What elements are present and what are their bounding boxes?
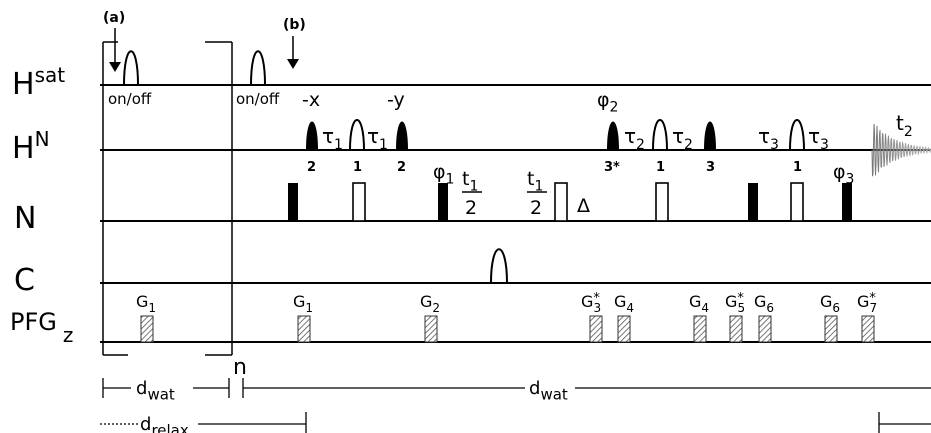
timing-dwat-1: dwat bbox=[102, 378, 230, 403]
channel-n-label: N bbox=[14, 201, 36, 236]
svg-text:t1: t1 bbox=[462, 168, 478, 195]
delay-tau2-b: τ2 bbox=[672, 124, 693, 153]
delay-tau1-a: τ1 bbox=[322, 124, 343, 153]
marker-b-arrowhead bbox=[287, 59, 299, 69]
gradient-g6-b bbox=[824, 315, 838, 343]
pulse-number-5: 1 bbox=[656, 160, 665, 175]
hn-shaped-pulse-3 bbox=[396, 121, 408, 150]
delay-t1-half-2: t1 2 bbox=[527, 168, 547, 219]
delay-tau2-a: τ2 bbox=[624, 124, 645, 153]
gradient-g2 bbox=[424, 315, 438, 343]
svg-text:dwat: dwat bbox=[136, 378, 175, 403]
svg-text:drelax: drelax bbox=[140, 414, 189, 433]
gradient-g6-a bbox=[758, 315, 772, 343]
channel-hn-label: HN bbox=[12, 127, 50, 166]
gradient-label-g1-b: G1 bbox=[293, 292, 313, 315]
gradient-g4-a bbox=[617, 315, 631, 343]
gradient-label-g4-b: G4 bbox=[689, 292, 709, 315]
delay-tau1-b: τ1 bbox=[367, 124, 388, 153]
hn-shaped-pulse-5 bbox=[652, 119, 668, 151]
pulse-number-4: 3* bbox=[604, 160, 620, 175]
pulse-number-2: 1 bbox=[353, 160, 362, 175]
phase-phi3: φ3 bbox=[833, 161, 854, 188]
delay-tau3-a: τ3 bbox=[758, 124, 779, 153]
onoff-label-1: on/off bbox=[108, 90, 152, 108]
delay-t1-half-1: t1 2 bbox=[462, 168, 482, 219]
phase-minus-y: -y bbox=[387, 89, 405, 111]
n-pulse-90-1 bbox=[288, 183, 298, 221]
gradient-label-g3: G*3 bbox=[581, 291, 601, 315]
c-shaped-pulse bbox=[490, 248, 508, 284]
gradient-label-g5: G*5 bbox=[725, 291, 745, 315]
gradient-g3 bbox=[589, 315, 603, 343]
hn-shaped-pulse-2 bbox=[349, 119, 365, 151]
gradient-g1-a bbox=[140, 315, 154, 343]
n-pulse-90-4 bbox=[842, 183, 852, 221]
gradient-g1-b bbox=[297, 315, 311, 343]
svg-text:2: 2 bbox=[465, 197, 477, 219]
fid-signal bbox=[871, 123, 931, 177]
svg-text:2: 2 bbox=[530, 197, 542, 219]
delay-tau3-b: τ3 bbox=[808, 124, 829, 153]
svg-text:G*7: G*7 bbox=[857, 291, 877, 315]
svg-text:G6: G6 bbox=[820, 292, 840, 315]
hsat-pulse-b bbox=[250, 50, 266, 86]
n-pulse-180-3 bbox=[655, 182, 669, 222]
loop-count-n: n bbox=[233, 355, 247, 380]
gradient-label-g6-b: G6 bbox=[820, 292, 840, 315]
gradient-label-g7: G*7 bbox=[857, 291, 877, 315]
hsat-pulse-a bbox=[123, 50, 139, 86]
hn-shaped-pulse-4 bbox=[607, 121, 619, 150]
marker-a-arrowhead bbox=[109, 62, 121, 72]
gradient-label-g4-a: G4 bbox=[614, 292, 634, 315]
gradient-label-g6-a: G6 bbox=[754, 292, 774, 315]
delay-t2: t2 bbox=[896, 111, 913, 140]
svg-text:G4: G4 bbox=[614, 292, 634, 315]
gradient-label-g1-a: G1 bbox=[136, 292, 156, 315]
gradient-g5 bbox=[729, 315, 743, 343]
svg-text:dwat: dwat bbox=[529, 378, 568, 403]
n-pulse-180-1 bbox=[352, 182, 366, 222]
phase-phi2: φ2 bbox=[597, 89, 618, 116]
svg-text:t1: t1 bbox=[527, 168, 543, 195]
marker-a: (a) bbox=[103, 10, 125, 26]
svg-text:G*3: G*3 bbox=[581, 291, 601, 315]
svg-text:G1: G1 bbox=[293, 292, 313, 315]
pulse-number-1: 2 bbox=[307, 160, 316, 175]
svg-text:G1: G1 bbox=[136, 292, 156, 315]
timing-drelax: drelax bbox=[100, 412, 931, 433]
svg-text:G*5: G*5 bbox=[725, 291, 745, 315]
gradient-g7 bbox=[861, 315, 875, 343]
svg-text:G4: G4 bbox=[689, 292, 709, 315]
channel-c-label: C bbox=[14, 263, 35, 298]
timing-dwat-2: dwat bbox=[242, 378, 931, 403]
hn-shaped-pulse-7 bbox=[789, 119, 805, 151]
svg-text:G2: G2 bbox=[420, 292, 440, 315]
phase-minus-x: -x bbox=[302, 89, 320, 111]
gradient-label-g2: G2 bbox=[420, 292, 440, 315]
hn-shaped-pulse-6 bbox=[704, 121, 716, 150]
pulse-number-7: 1 bbox=[793, 160, 802, 175]
gradient-g4-b bbox=[693, 315, 707, 343]
onoff-label-2: on/off bbox=[236, 90, 280, 108]
n-pulse-180-2 bbox=[554, 182, 568, 222]
pulse-number-6: 3 bbox=[706, 160, 715, 175]
hn-shaped-pulse-1 bbox=[306, 121, 318, 150]
n-pulse-90-3 bbox=[748, 183, 758, 221]
n-pulse-90-2 bbox=[438, 183, 448, 221]
phase-phi1: φ1 bbox=[433, 161, 454, 188]
pulse-number-3: 2 bbox=[397, 160, 406, 175]
svg-text:G6: G6 bbox=[754, 292, 774, 315]
delay-delta: Δ bbox=[577, 195, 590, 217]
channel-hsat-label: Hsat bbox=[12, 63, 65, 102]
n-pulse-180-4 bbox=[790, 182, 804, 222]
marker-b: (b) bbox=[283, 17, 306, 33]
